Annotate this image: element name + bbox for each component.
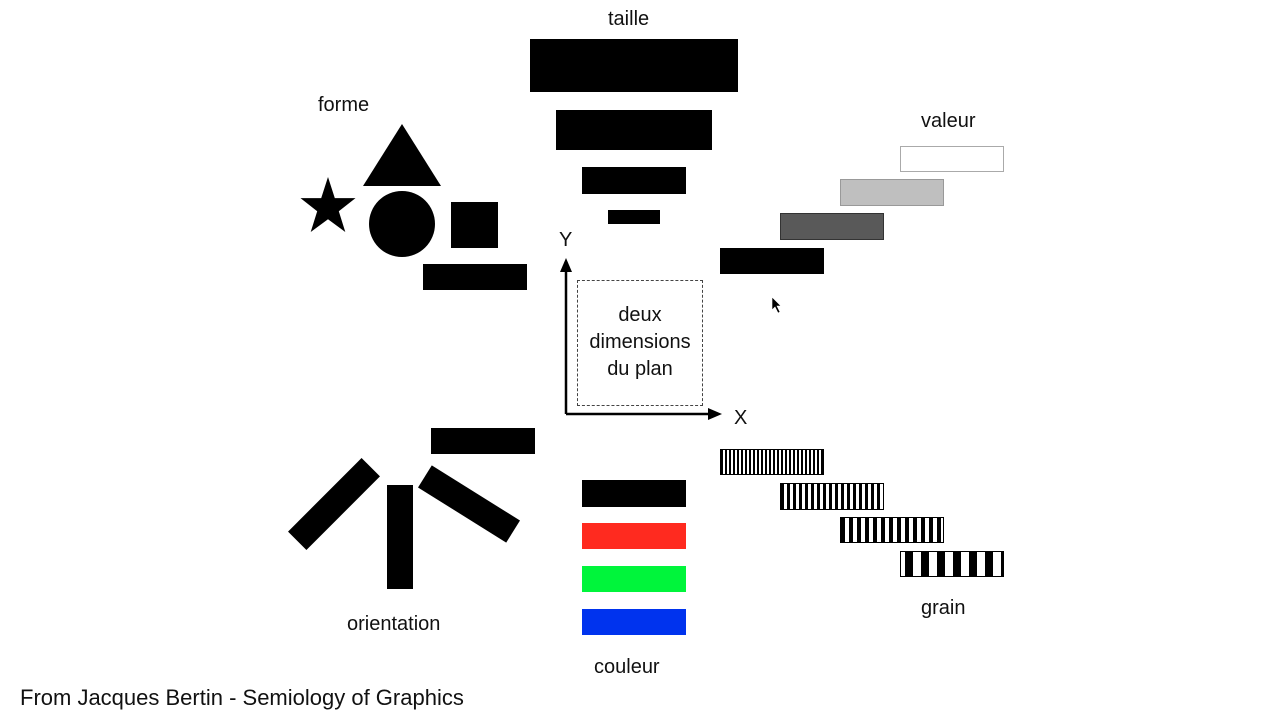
- orientation-bar-diagonal-right: [418, 465, 520, 543]
- label-grain: grain: [921, 597, 966, 619]
- grain-bar-4: [900, 551, 1004, 577]
- label-couleur: couleur: [594, 656, 660, 678]
- axis-label-y: Y: [559, 229, 573, 251]
- label-valeur: valeur: [921, 110, 976, 132]
- source-caption: From Jacques Bertin - Semiology of Graph…: [20, 685, 464, 710]
- label-taille: taille: [608, 8, 650, 30]
- plane-box: [577, 280, 703, 406]
- orientation-bar-horizontal: [431, 428, 535, 454]
- plane-label: deux dimensions du plan: [577, 302, 703, 383]
- xy-axes: [560, 258, 722, 420]
- orientation-bars: [288, 428, 535, 589]
- valeur-bar-2: [780, 213, 884, 240]
- grain-bar-3: [840, 517, 944, 543]
- x-axis-arrow-icon: [708, 408, 722, 420]
- valeur-bar-3: [840, 179, 944, 206]
- orientation-bar-diagonal-left: [288, 458, 380, 550]
- grain-bar-2: [780, 483, 884, 510]
- couleur-bar-black: [582, 480, 686, 507]
- taille-bar-1: [530, 39, 738, 92]
- plane-label-line-2: dimensions: [589, 331, 691, 353]
- couleur-bar-red: [582, 523, 686, 549]
- couleur-bar-blue: [582, 609, 686, 635]
- forme-shapes: [300, 124, 527, 290]
- taille-bar-2: [556, 110, 712, 150]
- valeur-bar-1: [720, 248, 824, 274]
- y-axis-arrow-icon: [560, 258, 572, 272]
- plane-label-line-1: deux: [618, 304, 662, 326]
- grain-bar-1: [720, 449, 824, 475]
- valeur-bar-4: [900, 146, 1004, 172]
- taille-bar-3: [582, 167, 686, 194]
- axis-label-x: X: [734, 407, 748, 429]
- label-orientation: orientation: [347, 613, 441, 635]
- orientation-bar-vertical: [387, 485, 413, 589]
- plane-label-line-3: du plan: [607, 358, 673, 380]
- star-icon: [300, 177, 356, 232]
- circle-icon: [369, 191, 435, 257]
- square-icon: [451, 202, 498, 248]
- label-forme: forme: [318, 94, 370, 116]
- taille-bar-4: [608, 210, 660, 224]
- rectangle-icon: [423, 264, 527, 290]
- triangle-icon: [363, 124, 441, 186]
- couleur-bar-green: [582, 566, 686, 592]
- mouse-cursor-icon: [771, 296, 782, 314]
